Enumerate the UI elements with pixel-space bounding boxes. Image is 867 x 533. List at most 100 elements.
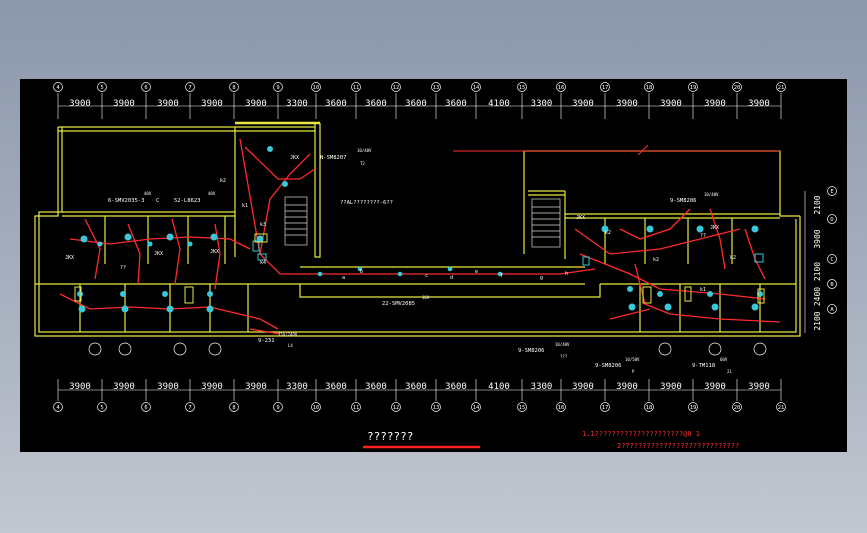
circuit-label-8: 9-SM8206 — [595, 363, 622, 369]
dimension-bottom-10: 4100 — [488, 382, 510, 392]
dimension-bottom-6: 3600 — [325, 382, 347, 392]
svg-text:k1: k1 — [700, 287, 706, 293]
plan-marker-1 — [118, 342, 132, 356]
dimension-top-8: 3600 — [405, 99, 427, 109]
axis-bubble-bottom-4: 8 — [232, 405, 235, 411]
svg-text:k3: k3 — [260, 222, 266, 228]
axis-bubble-top-8: 12 — [393, 85, 400, 91]
circuit-label-3-sub: T2 — [360, 161, 365, 166]
dimension-bottom-4: 3900 — [245, 382, 267, 392]
dimension-right-0: 2100 — [813, 195, 822, 214]
circuit-label-6-sub: ??? — [560, 354, 568, 359]
axis-bubble-right-4: A — [830, 307, 834, 313]
svg-text:JKX: JKX — [290, 155, 299, 161]
axis-bubble-bottom-12: 16 — [558, 405, 565, 411]
dimension-top-10: 4100 — [488, 99, 510, 109]
axis-bubble-bottom-15: 19 — [690, 405, 697, 411]
axis-bubble-top-1: 5 — [100, 85, 103, 91]
svg-text:d: d — [450, 275, 453, 281]
axis-bubble-bottom-0: 4 — [56, 405, 60, 411]
circuit-label-4: 22-SMV2085 — [382, 301, 415, 307]
circuit-label-7: 9-SM8206 — [670, 198, 697, 204]
axis-bubble-bottom-9: 13 — [433, 405, 440, 411]
circuit-label-5-sup: 15V/24OV — [278, 332, 298, 337]
axis-bubble-bottom-11: 15 — [519, 405, 526, 411]
svg-text:JKX: JKX — [65, 255, 74, 261]
lighting-devices — [77, 146, 764, 313]
svg-text:b: b — [360, 269, 363, 275]
dimension-bottom-3: 3900 — [201, 382, 223, 392]
stairwell-right — [531, 198, 561, 248]
dimension-bottom-2: 3900 — [157, 382, 179, 392]
svg-text:k2: k2 — [605, 230, 611, 236]
axis-bubble-top-3: 7 — [188, 85, 191, 91]
svg-text:??: ?? — [700, 233, 706, 239]
svg-text:k4: k4 — [260, 260, 266, 266]
svg-text:g: g — [540, 275, 543, 281]
circuit-label-9-sub: 21 — [727, 369, 732, 374]
dimension-bottom-5: 3300 — [286, 382, 308, 392]
svg-text:f: f — [500, 273, 503, 279]
axis-bubble-bottom-7: 11 — [353, 405, 360, 411]
circuit-label-8-sub: P — [632, 369, 635, 374]
svg-text:h: h — [565, 271, 568, 277]
axis-bubble-top-11: 15 — [519, 85, 526, 91]
plan-marker-5 — [708, 342, 722, 356]
axis-bubble-bottom-17: 21 — [778, 405, 785, 411]
dimension-top-9: 3600 — [445, 99, 467, 109]
dimension-top-0: 3900 — [69, 99, 91, 109]
dimension-top-11: 3300 — [531, 99, 553, 109]
axis-bubble-top-2: 6 — [144, 85, 147, 91]
svg-text:k1: k1 — [242, 203, 248, 209]
axis-bubble-top-0: 4 — [56, 85, 60, 91]
switch-boxes — [74, 233, 765, 304]
axis-bubble-bottom-13: 17 — [602, 405, 609, 411]
dimension-right-1: 3900 — [813, 229, 822, 248]
dimension-top-4: 3900 — [245, 99, 267, 109]
svg-text:k2: k2 — [220, 178, 226, 184]
circuit-label-1-sup: 40V — [144, 191, 152, 196]
drawing-title: ??????? — [367, 430, 413, 443]
svg-text:c: c — [425, 273, 428, 279]
axis-bubble-top-15: 19 — [690, 85, 697, 91]
axis-bubble-bottom-3: 7 — [188, 405, 191, 411]
break-mark — [637, 144, 649, 156]
circuit-label-7-sup: 10/40V — [704, 192, 719, 197]
svg-text:??: ?? — [120, 265, 126, 271]
stairwell-left — [284, 196, 308, 246]
circuit-label-9-sup: 60V — [720, 357, 728, 362]
dimension-bottom-14: 3900 — [660, 382, 682, 392]
plan-marker-2 — [173, 342, 187, 356]
circuit-label-6-sup: 10/40V — [555, 342, 570, 347]
circuit-label-4-sup: 16V — [422, 295, 430, 300]
circuit-label-1: 6-SMV2035-3 — [108, 198, 144, 204]
circuit-label-3-sup: 10/40V — [357, 148, 372, 153]
circuit-label-5: 9-231 — [258, 338, 275, 344]
circuit-label-3: N-SM8207 — [320, 155, 347, 161]
axis-bubble-right-0: E — [830, 189, 833, 195]
axis-bubble-bottom-16: 20 — [734, 405, 741, 411]
dimension-top-6: 3600 — [325, 99, 347, 109]
dimension-right-4: 2100 — [813, 311, 822, 330]
axis-bubble-top-13: 17 — [602, 85, 609, 91]
dimension-bottom-7: 3600 — [365, 382, 387, 392]
axis-bubble-top-7: 11 — [353, 85, 360, 91]
dimension-top-3: 3900 — [201, 99, 223, 109]
dimension-bottom-15: 3900 — [704, 382, 726, 392]
axis-bubble-top-12: 16 — [558, 85, 565, 91]
axis-bubble-top-16: 20 — [734, 85, 741, 91]
plan-marker-6 — [753, 342, 767, 356]
building-walls — [34, 121, 801, 337]
svg-text:JKX: JKX — [210, 249, 219, 255]
svg-text:e: e — [475, 269, 478, 275]
dimension-bottom-8: 3600 — [405, 382, 427, 392]
circuit-label-10: ??AL????????-6?? — [340, 200, 393, 206]
dimension-top-12: 3900 — [572, 99, 594, 109]
dimension-top-1: 3900 — [113, 99, 135, 109]
dimension-bottom-13: 3900 — [616, 382, 638, 392]
dimension-top-7: 3600 — [365, 99, 387, 109]
